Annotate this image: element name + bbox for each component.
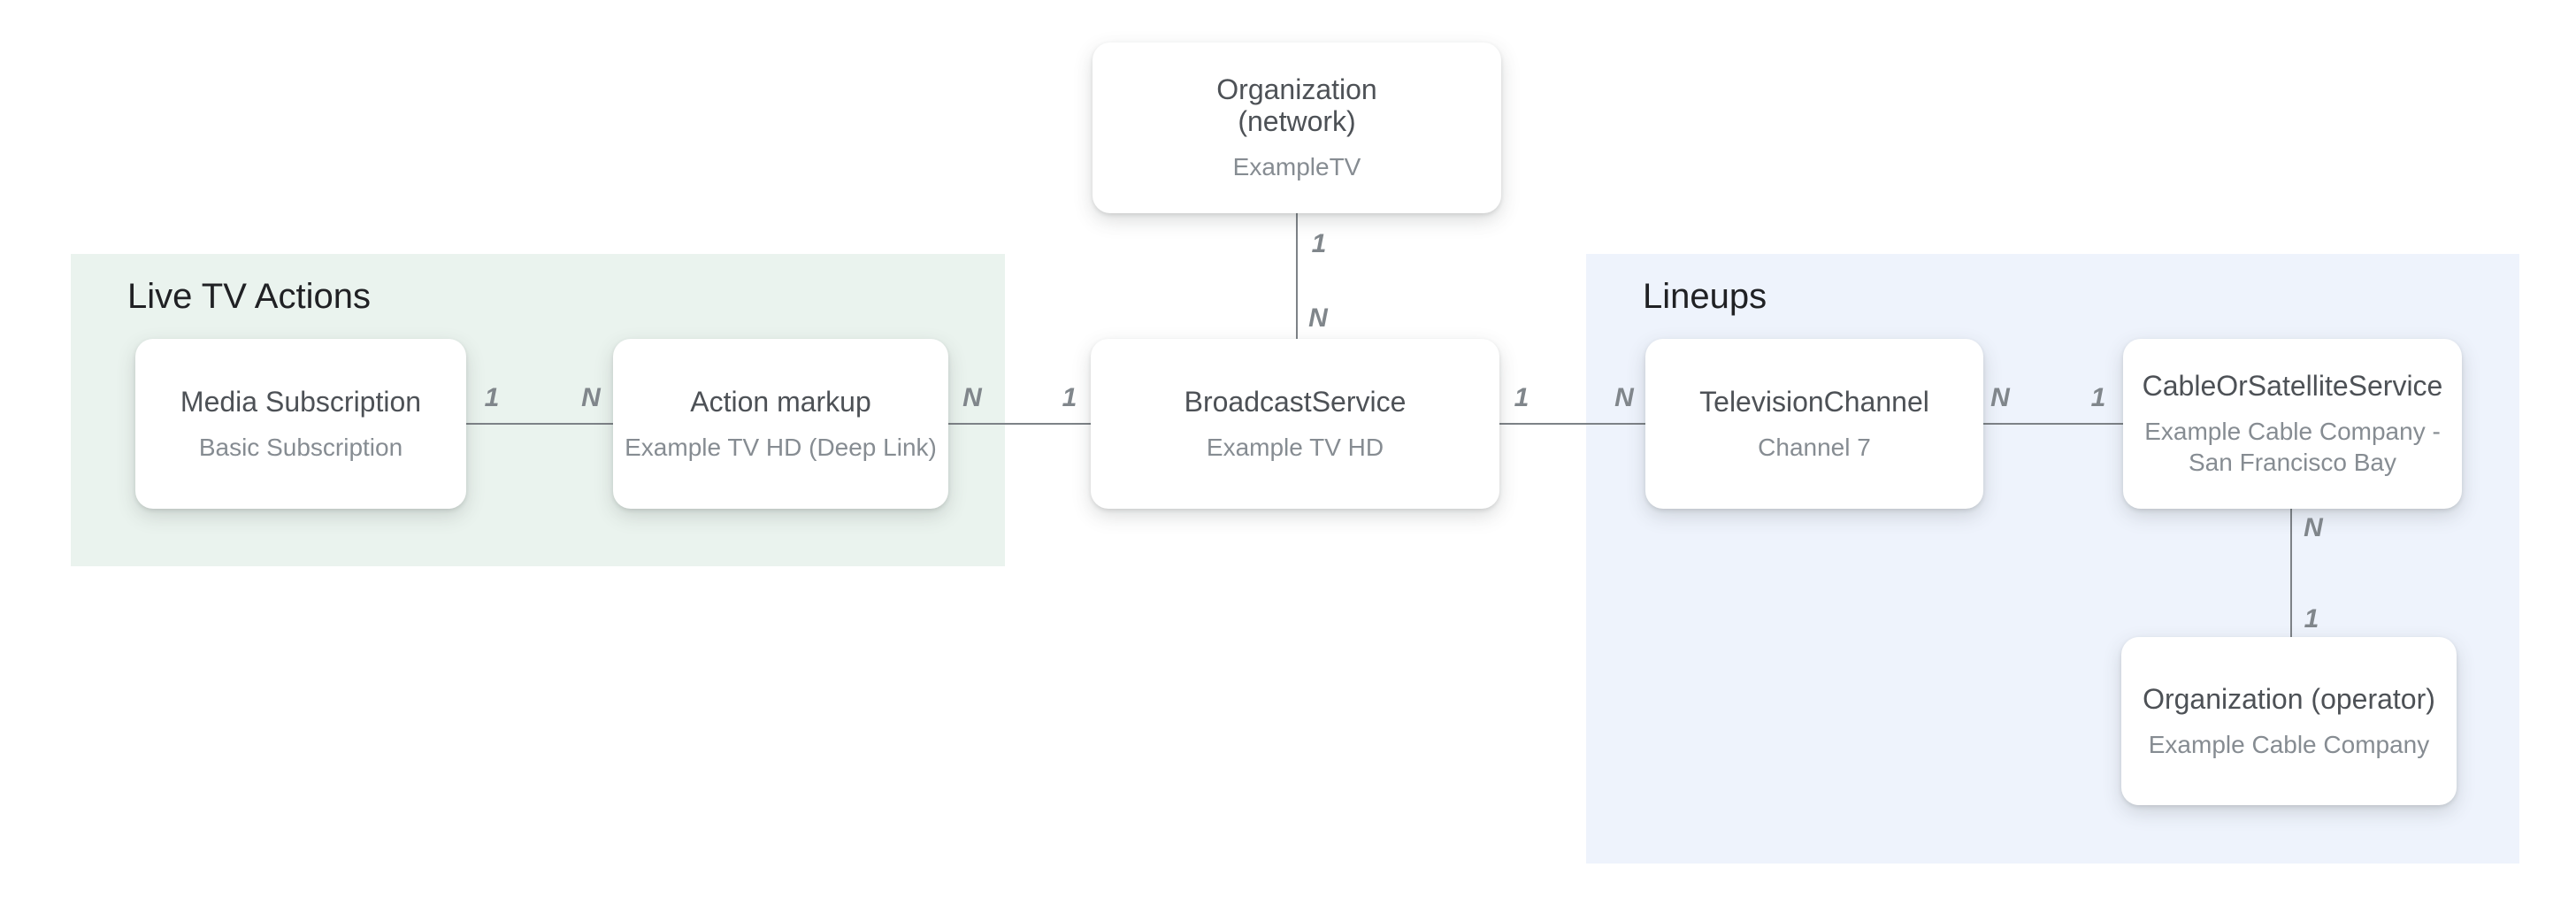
connector-actionmarkup-to-broadcastservice xyxy=(948,423,1091,425)
node-title: Organization(network) xyxy=(1216,73,1376,137)
cardinality-label: 1 xyxy=(1514,383,1530,412)
cardinality-label: 1 xyxy=(1311,229,1327,258)
node-title: Action markup xyxy=(690,386,871,418)
connector-cableservice-to-operator xyxy=(2290,509,2292,637)
cardinality-label: 1 xyxy=(2090,383,2106,412)
node-title-line: BroadcastService xyxy=(1184,385,1407,418)
node-subtitle: Basic Subscription xyxy=(199,432,402,463)
region-label-live-tv-actions: Live TV Actions xyxy=(127,277,371,316)
node-subtitle: Example TV HD xyxy=(1207,432,1384,463)
node-subtitle-line: Example Cable Company - xyxy=(2144,418,2441,445)
cardinality-label: N xyxy=(581,383,601,412)
node-organization-operator: Organization (operator) Example Cable Com… xyxy=(2121,637,2457,805)
cardinality-label: N xyxy=(1614,383,1634,412)
node-title: TelevisionChannel xyxy=(1699,386,1929,418)
node-title-line: Media Subscription xyxy=(180,385,422,418)
node-subtitle-line: San Francisco Bay xyxy=(2189,449,2396,476)
node-subtitle: Example Cable Company xyxy=(2149,729,2430,760)
node-organization-network: Organization(network) ExampleTV xyxy=(1092,42,1501,213)
node-subtitle-line: ExampleTV xyxy=(1232,153,1361,180)
cardinality-label: 1 xyxy=(1062,383,1077,412)
node-subtitle-line: Basic Subscription xyxy=(198,433,403,461)
node-title-line: CableOrSatelliteService xyxy=(2142,370,2443,402)
node-subtitle-line: Example TV HD (Deep Link) xyxy=(625,433,937,461)
node-subtitle-line: Example TV HD xyxy=(1206,433,1384,461)
node-subtitle: ExampleTV xyxy=(1233,151,1361,182)
node-subtitle: Example TV HD (Deep Link) xyxy=(625,432,937,463)
cardinality-label: 1 xyxy=(484,383,500,412)
node-title: BroadcastService xyxy=(1184,386,1407,418)
node-title-line: (network) xyxy=(1238,105,1356,137)
node-title: Media Subscription xyxy=(180,386,421,418)
cardinality-label: 1 xyxy=(2304,604,2319,633)
region-label-lineups: Lineups xyxy=(1643,277,1767,316)
node-title-line: TelevisionChannel xyxy=(1699,385,1929,418)
cardinality-label: N xyxy=(962,383,982,412)
node-title: CableOrSatelliteService xyxy=(2143,370,2443,402)
node-subtitle: Channel 7 xyxy=(1758,432,1871,463)
node-title-line: Organization (operator) xyxy=(2143,682,2435,715)
node-subtitle: Example Cable Company - San Francisco Bay xyxy=(2144,416,2441,478)
connector-broadcastservice-to-televisionchannel xyxy=(1499,423,1645,425)
connector-televisionchannel-to-cableservice xyxy=(1983,423,2123,425)
connector-mediasubscription-to-actionmarkup xyxy=(466,423,613,425)
connector-network-to-broadcastservice xyxy=(1296,213,1298,339)
node-title-line: Action markup xyxy=(690,385,871,418)
cardinality-label: N xyxy=(1990,383,2010,412)
node-title-line: Organization xyxy=(1216,73,1377,105)
cardinality-label: N xyxy=(1308,303,1328,333)
cardinality-label: N xyxy=(2304,513,2323,542)
node-subtitle-line: Channel 7 xyxy=(1758,433,1871,461)
node-title: Organization (operator) xyxy=(2143,683,2435,715)
node-subtitle-line: Example Cable Company xyxy=(2148,730,2430,758)
